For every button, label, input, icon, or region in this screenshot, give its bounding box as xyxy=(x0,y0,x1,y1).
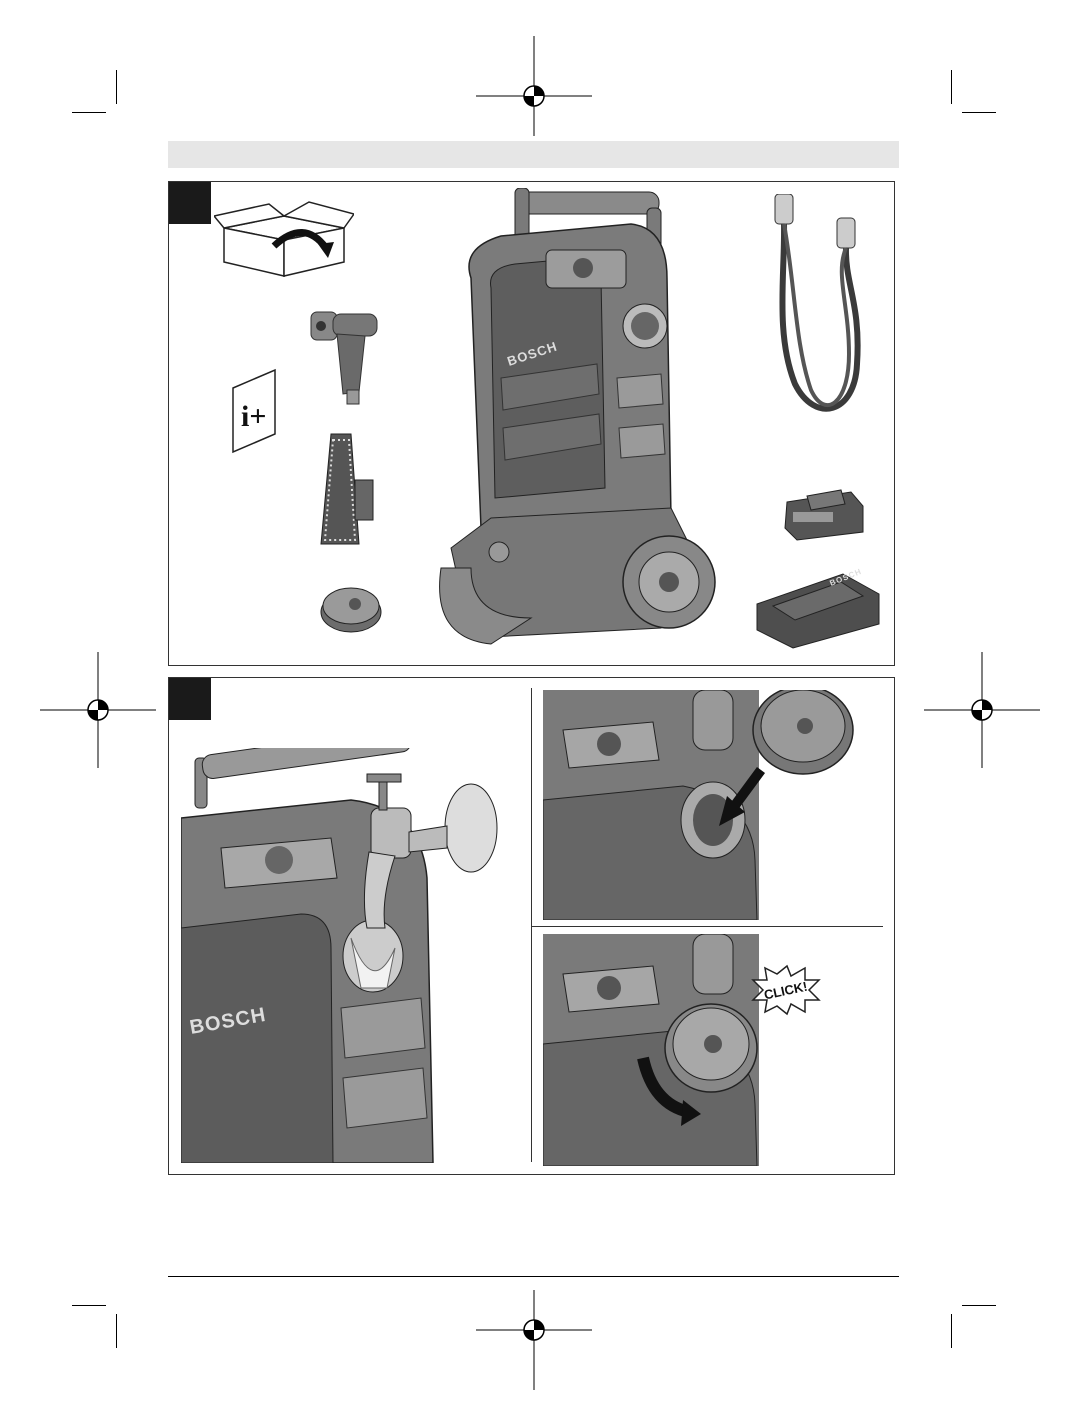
registration-mark-bottom xyxy=(476,1290,592,1390)
hose-icon xyxy=(765,194,875,424)
figure-2-tag xyxy=(169,678,211,720)
cap-icon xyxy=(319,582,383,634)
fill-water-illustration: BOSCH xyxy=(181,748,511,1163)
washer-icon: BOSCH xyxy=(431,188,721,654)
manual-label: i+ xyxy=(241,400,266,433)
registration-mark-right xyxy=(924,652,1040,768)
close-cap-illustration: CLICK! xyxy=(543,934,863,1166)
registration-mark-top xyxy=(476,36,592,136)
spray-gun-icon xyxy=(307,302,387,406)
manual-icon: i+ xyxy=(231,368,277,454)
box-icon xyxy=(214,198,354,280)
figure-2-panel: BOSCH CLICK xyxy=(168,677,895,1175)
header-band xyxy=(168,141,899,168)
figure-1-tag xyxy=(169,182,211,224)
step-divider-vertical xyxy=(531,688,532,1162)
insert-cap-illustration xyxy=(543,690,863,920)
charger-icon: BOSCH xyxy=(753,564,883,650)
registration-mark-left xyxy=(40,652,156,768)
brush-icon xyxy=(311,430,381,550)
footer-rule xyxy=(168,1276,899,1277)
battery-icon xyxy=(781,482,867,544)
figure-1-panel: i+ BOSCH xyxy=(168,181,895,666)
step-divider-horizontal xyxy=(531,926,883,927)
